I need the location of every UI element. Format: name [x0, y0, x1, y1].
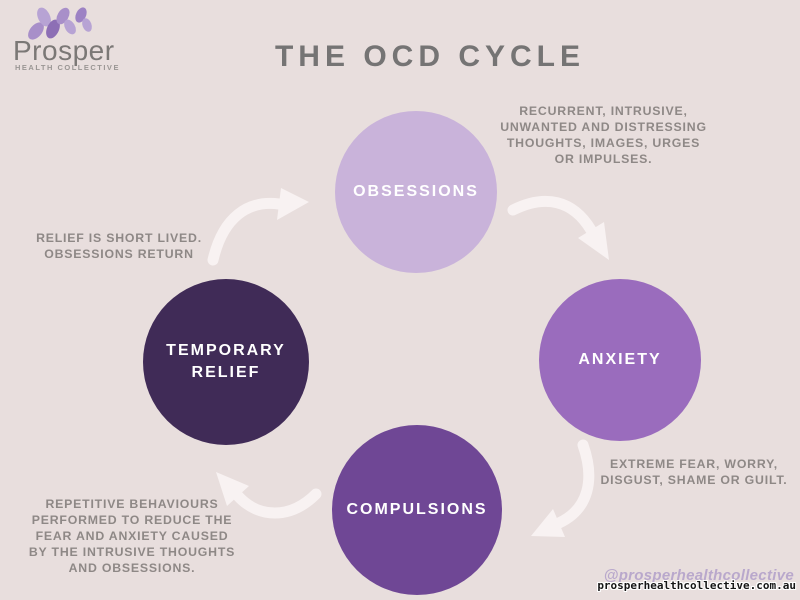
temporary-relief-description: RELIEF IS SHORT LIVED. OBSESSIONS RETURN	[36, 231, 202, 261]
brand-tagline: HEALTH COLLECTIVE	[15, 63, 120, 72]
temporary-relief-circle: TEMPORARY RELIEF	[143, 279, 309, 445]
arrow-anxiety-to-compulsions-icon	[531, 439, 595, 537]
arrow-temporary-relief-to-obsessions-icon	[207, 188, 309, 266]
anxiety-label: ANXIETY	[578, 351, 662, 369]
obsessions-circle: OBSESSIONS	[335, 111, 497, 273]
social-handle-watermark: @prosperhealthcollective	[603, 567, 794, 584]
brand-name: Prosper	[13, 35, 115, 66]
compulsions-circle: COMPULSIONS	[332, 425, 502, 595]
anxiety-description: EXTREME FEAR, WORRY, DISGUST, SHAME OR G…	[600, 457, 788, 487]
anxiety-circle: ANXIETY	[539, 279, 701, 441]
website-watermark: prosperhealthcollective.com.au	[597, 579, 796, 592]
compulsions-description: REPETITIVE BEHAVIOURS PERFORMED TO REDUC…	[28, 497, 236, 575]
prosper-flower-icon	[28, 7, 92, 40]
obsessions-label: OBSESSIONS	[353, 183, 479, 201]
obsessions-description: RECURRENT, INTRUSIVE, UNWANTED AND DISTR…	[500, 104, 707, 166]
arrow-compulsions-to-temporary-relief-icon	[216, 472, 322, 519]
arrow-obsessions-to-anxiety-icon	[507, 195, 609, 260]
temporary-relief-label: TEMPORARY RELIEF	[166, 342, 286, 381]
compulsions-label: COMPULSIONS	[346, 501, 488, 519]
page-title: THE OCD CYCLE	[274, 40, 585, 73]
